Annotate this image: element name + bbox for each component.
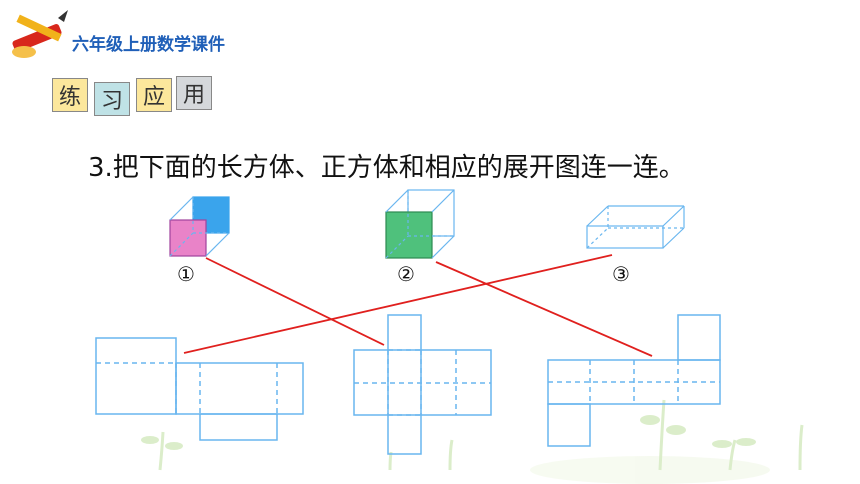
solid-label-2: ② — [397, 262, 415, 286]
cuboid-3 — [586, 205, 685, 249]
net-b — [353, 314, 492, 455]
solid-label-3: ③ — [612, 262, 630, 286]
tag-4: 用 — [176, 76, 212, 110]
connector-2 — [435, 261, 653, 357]
cube-1 — [169, 196, 230, 257]
tag-1: 练 — [52, 78, 88, 112]
tag-2: 习 — [94, 82, 130, 116]
net-a — [95, 337, 304, 441]
decorative-plants — [141, 399, 804, 484]
tag-3: 应 — [136, 78, 172, 112]
connector-3 — [183, 254, 613, 354]
answer-lines — [183, 254, 653, 357]
solid-label-1: ① — [177, 262, 195, 286]
cube-2 — [385, 189, 455, 259]
pencil-ruler-icon — [12, 10, 68, 58]
net-c — [547, 314, 721, 447]
connector-1 — [205, 257, 385, 346]
question-text: 3.把下面的长方体、正方体和相应的展开图连一连。 — [88, 153, 685, 183]
page-title: 六年级上册数学课件 — [72, 35, 225, 55]
